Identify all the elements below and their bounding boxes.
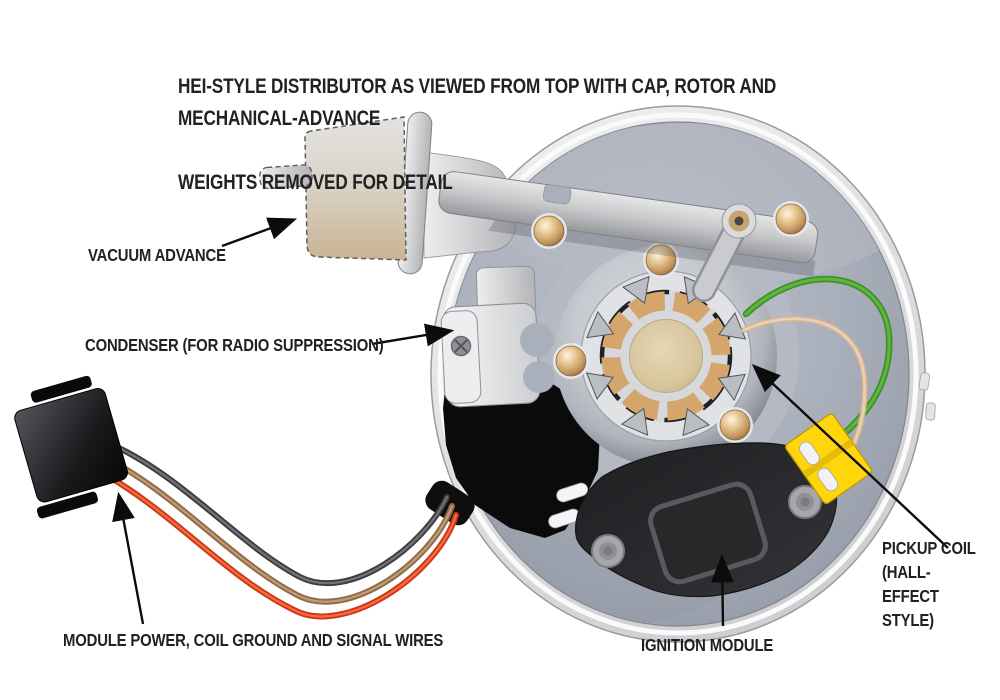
label-vacuum-advance: VACUUM ADVANCE [88,245,226,265]
reluctor-teeth [585,275,747,437]
module-screws [591,485,822,568]
vacuum-advance-link-arm [438,171,819,302]
wire-harness-connector [14,375,128,519]
title-line-1: HEI-STYLE DISTRIBUTOR AS VIEWED FROM TOP… [178,74,777,130]
link-arm-slot [542,184,572,205]
label-module-wires: MODULE POWER, COIL GROUND AND SIGNAL WIR… [63,630,444,650]
arrow-pickup-coil [751,364,949,549]
harness-wires [92,438,459,620]
advance-plate-pins [531,201,809,249]
condenser [440,265,555,408]
module-pins [548,482,589,529]
link-arm-pivot [721,203,757,239]
wire-red [92,466,459,620]
title-line-2: WEIGHTS REMOVED FOR DETAIL [178,170,453,194]
rim-notches [918,372,936,421]
arrow-vacuum-advance [221,217,298,248]
canister-body [304,116,407,261]
callout-arrows [112,217,949,627]
arrow-ignition-module [710,553,734,627]
wire-brown [97,452,455,605]
vacuum-nipple [259,164,313,190]
pickup-coil-wires [741,275,893,471]
arrow-module-wires [112,491,145,625]
pickup-mounting-screws [553,242,753,443]
pickup-coil-assembly [580,270,752,442]
condenser-bracket [440,310,482,404]
arrow-condenser [371,323,455,347]
diagram-title: HEI-STYLE DISTRIBUTOR AS VIEWED FROM TOP… [178,38,836,230]
label-ignition-module: IGNITION MODULE [641,635,774,655]
connector-clip-bottom [36,491,98,519]
wire-grommet [425,480,475,526]
label-condenser: CONDENSER (FOR RADIO SUPPRESSION) [85,335,384,355]
label-pickup-coil: PICKUP COIL (HALL-EFFECT STYLE) [882,538,976,630]
vacuum-advance-canister [259,111,433,275]
condenser-screw [450,335,472,357]
connector-clip-top [30,375,92,403]
